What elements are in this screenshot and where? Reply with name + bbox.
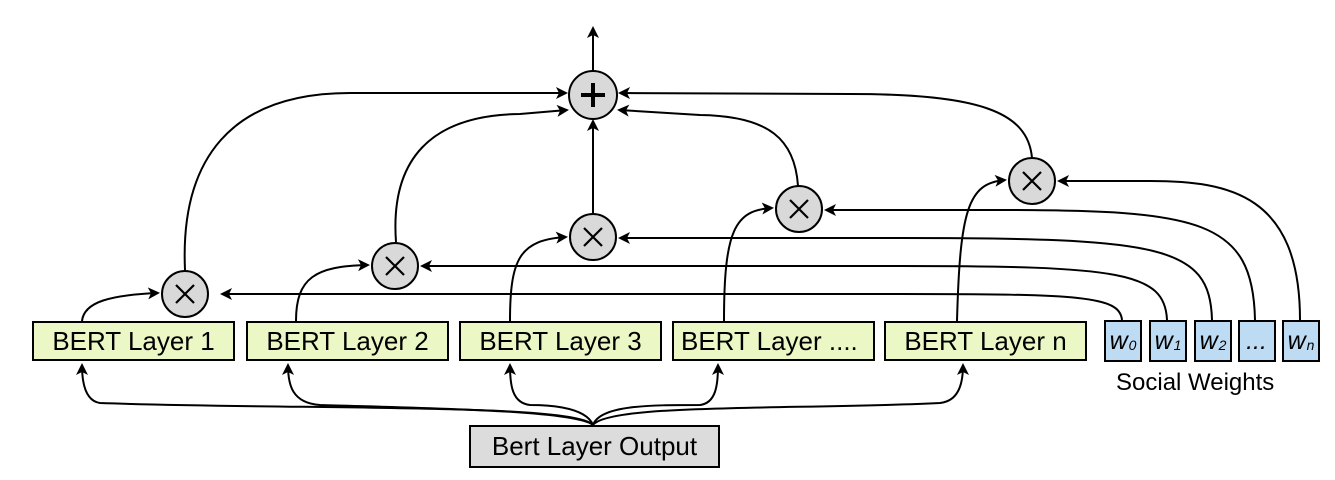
bert-layer-1-box: BERT Layer 1 xyxy=(32,321,235,361)
multiply-icon xyxy=(789,199,809,219)
bert-layer-4-box: BERT Layer .... xyxy=(672,321,875,361)
mult-1-to-sum-arrow xyxy=(183,87,568,271)
layer-3-to-mult-3-arrow xyxy=(509,231,568,322)
multiply-icon xyxy=(385,256,405,276)
bert-layer-output-box: Bert Layer Output xyxy=(469,425,720,468)
w0-to-mult-1-arrow xyxy=(220,288,1123,321)
weight-dots-symbol: ... xyxy=(1246,326,1267,355)
weight-wn-sub: n xyxy=(1306,337,1315,353)
multiply-node-3 xyxy=(569,213,617,261)
bert-layer-3-box: BERT Layer 3 xyxy=(459,321,662,361)
weight-w1-symbol: w xyxy=(1154,326,1173,355)
w1-to-mult-2-arrow xyxy=(420,260,1168,321)
output-to-layer-3-arrow xyxy=(504,363,594,426)
bert-layer-n-box: BERT Layer n xyxy=(884,321,1087,361)
multiply-node-2 xyxy=(371,242,419,290)
sum-node xyxy=(568,70,618,120)
bert-layer-2-box: BERT Layer 2 xyxy=(246,321,449,361)
plus-icon xyxy=(581,83,605,107)
weight-w0-sub: 0 xyxy=(1128,337,1137,353)
weight-wn-symbol: w xyxy=(1287,326,1306,355)
layer-4-to-mult-4-arrow xyxy=(723,202,774,322)
multiply-node-1 xyxy=(161,270,209,318)
layer-n-to-mult-n-arrow xyxy=(956,174,1007,322)
wdots-to-mult-4-arrow xyxy=(824,204,1256,321)
layer-2-to-mult-2-arrow xyxy=(295,259,370,322)
multiply-node-n xyxy=(1008,157,1056,205)
multiply-icon xyxy=(1022,171,1042,191)
weight-w1-sub: 1 xyxy=(1173,337,1182,353)
output-to-layer-4-arrow xyxy=(592,363,724,426)
mult-2-to-sum-arrow xyxy=(394,104,569,243)
mult-4-to-sum-arrow xyxy=(617,104,799,187)
multiply-icon xyxy=(175,284,195,304)
output-to-layer-n-arrow xyxy=(592,363,969,426)
mult-n-to-sum-arrow xyxy=(618,87,1033,159)
wn-to-mult-n-arrow xyxy=(1057,175,1301,321)
weight-w2-sub: 2 xyxy=(1218,337,1227,353)
multiply-node-4 xyxy=(775,185,823,233)
weight-w2-symbol: w xyxy=(1199,326,1218,355)
layer-1-to-mult-1-arrow xyxy=(81,287,160,322)
social-weights-caption: Social Weights xyxy=(1116,369,1275,396)
output-to-layer-2-arrow xyxy=(282,363,594,426)
output-to-layer-1-arrow xyxy=(76,363,594,426)
weight-w0-symbol: w xyxy=(1109,326,1128,355)
w2-to-mult-3-arrow xyxy=(618,232,1213,321)
multiply-icon xyxy=(583,227,603,247)
weight-dots-box: ... xyxy=(1238,320,1276,362)
